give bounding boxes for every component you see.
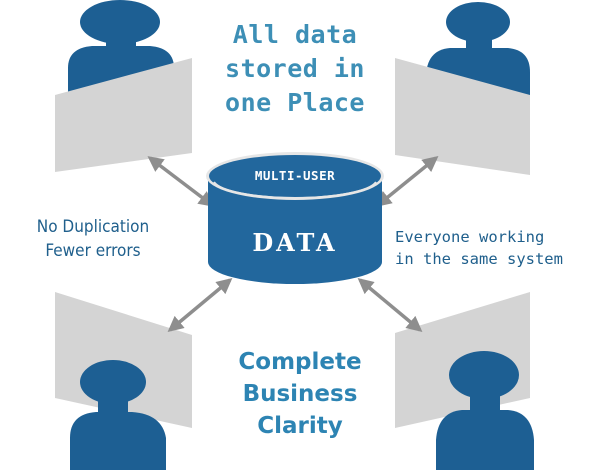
- headline-line-2: stored in: [225, 54, 365, 83]
- bottom-caption-business-clarity: Complete Business Clarity: [200, 346, 400, 442]
- database-cylinder-icon: MULTI-USER DATA: [206, 152, 384, 284]
- bottom-caption-line-3: Clarity: [257, 413, 343, 439]
- bottom-caption-line-1: Complete: [238, 349, 362, 375]
- arrow-bottom-left: [167, 277, 233, 333]
- bottom-left-user-icon: [70, 360, 166, 470]
- headline-all-data-stored: All data stored in one Place: [190, 18, 400, 120]
- right-caption-everyone-working: Everyone working in the same system: [395, 226, 600, 270]
- left-caption-line-2: Fewer errors: [45, 241, 141, 261]
- database-top-label: MULTI-USER: [255, 168, 335, 183]
- database-main-label: DATA: [252, 228, 337, 257]
- arrow-top-right: [375, 156, 439, 207]
- right-caption-line-1: Everyone working: [395, 228, 545, 246]
- connector-arrows: [147, 156, 439, 333]
- top-right-screen: [395, 58, 530, 175]
- headline-line-3: one Place: [225, 88, 365, 117]
- bottom-right-user-icon: [436, 351, 534, 470]
- arrow-top-left: [147, 156, 215, 207]
- right-caption-line-2: in the same system: [395, 250, 563, 268]
- top-left-screen: [55, 58, 192, 172]
- bottom-caption-line-2: Business: [242, 381, 358, 407]
- arrow-bottom-right: [357, 277, 423, 333]
- left-caption-no-duplication: No Duplication Fewer errors: [8, 215, 178, 263]
- headline-line-1: All data: [232, 20, 358, 49]
- left-caption-line-1: No Duplication: [36, 217, 150, 237]
